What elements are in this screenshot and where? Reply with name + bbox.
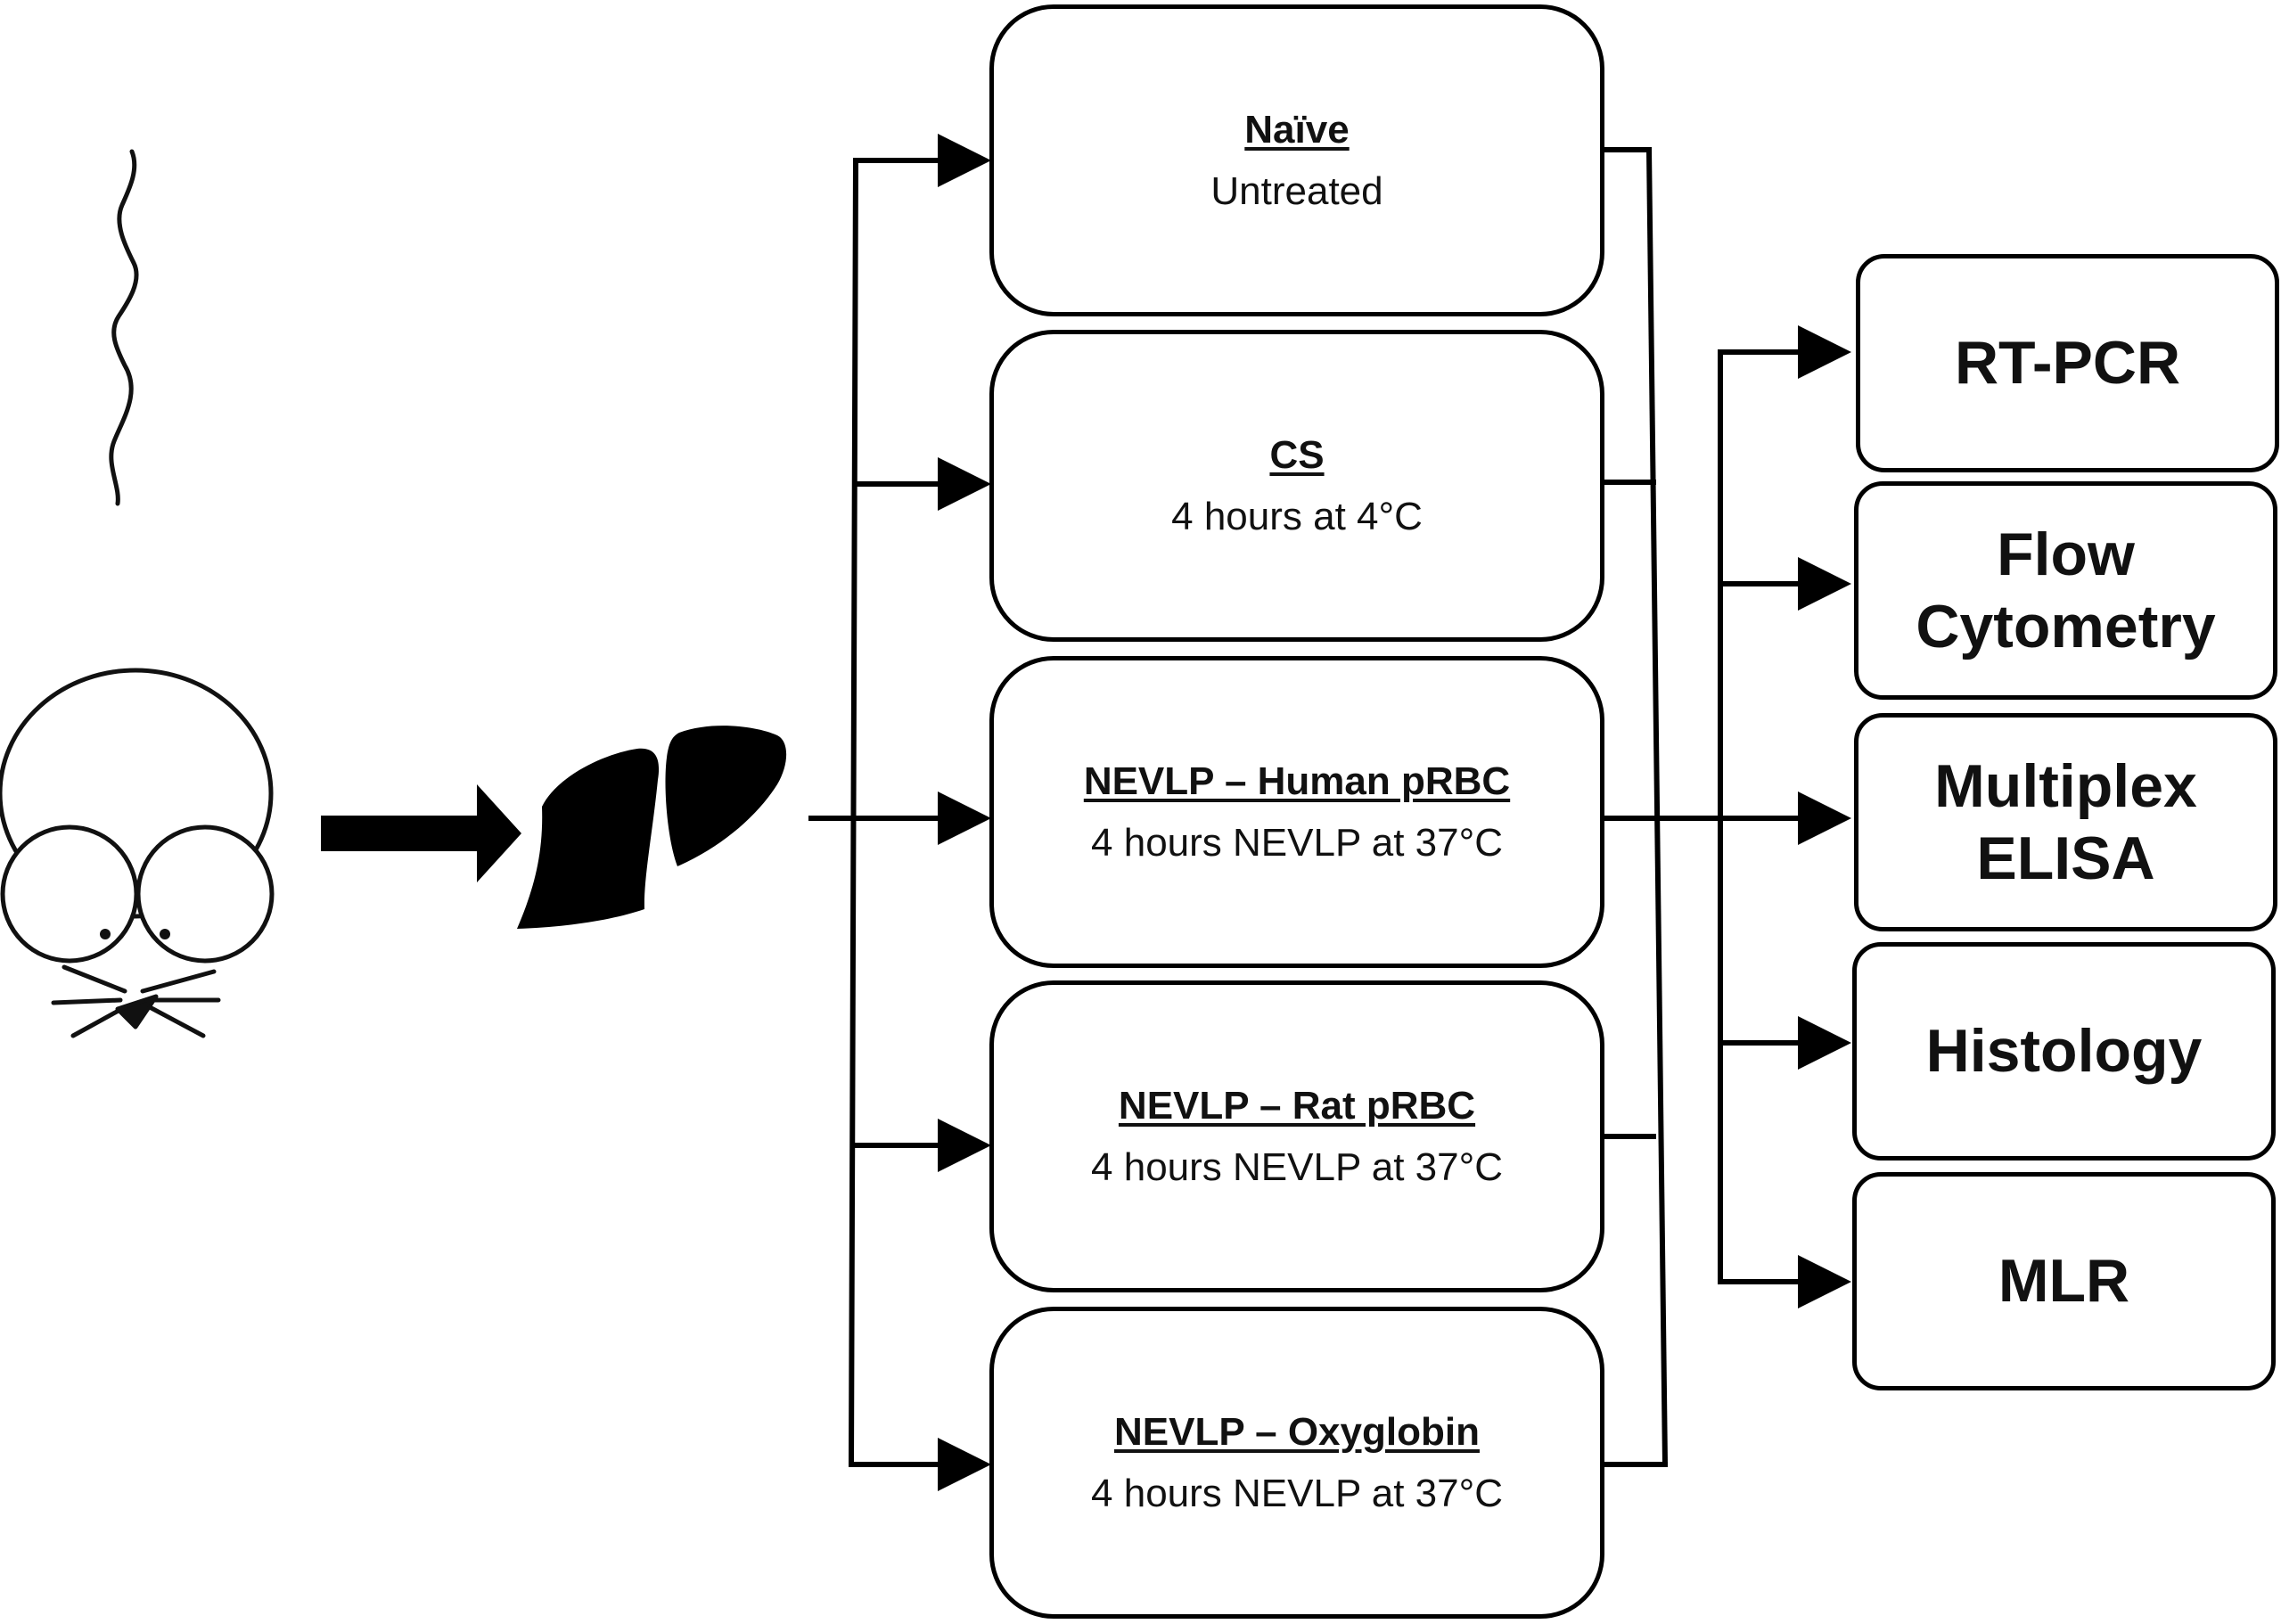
liver-icon	[517, 726, 787, 929]
group-description: Untreated	[1210, 169, 1383, 213]
group-nevlp-oxyglobin: NEVLP – Oxyglobin 4 hours NEVLP at 37°C	[989, 1307, 1604, 1619]
group-description: 4 hours NEVLP at 37°C	[1091, 1145, 1503, 1189]
group-title: Naïve	[1244, 108, 1350, 152]
analysis-connector	[1718, 325, 1851, 1308]
group-naive: Naïve Untreated	[989, 4, 1604, 316]
group-title: NEVLP – Rat pRBC	[1118, 1084, 1476, 1128]
rat-tail	[109, 149, 139, 506]
analysis-multiplex-elisa: Multiplex ELISA	[1854, 713, 2277, 931]
collection-connector	[1602, 146, 1723, 1468]
analysis-flow-cytometry: Flow Cytometry	[1854, 481, 2277, 700]
rat-right-eye	[160, 929, 170, 939]
rat-left-ear	[0, 824, 139, 964]
distribution-connector	[808, 134, 991, 1491]
group-title: NEVLP – Oxyglobin	[1114, 1410, 1480, 1454]
rat-whiskers	[51, 964, 221, 1038]
group-title: CS	[1269, 433, 1325, 477]
group-nevlp-rat-prbc: NEVLP – Rat pRBC 4 hours NEVLP at 37°C	[989, 980, 1604, 1292]
group-title: NEVLP – Human pRBC	[1083, 759, 1511, 803]
analysis-histology: Histology	[1852, 942, 2276, 1161]
group-nevlp-human-prbc: NEVLP – Human pRBC 4 hours NEVLP at 37°C	[989, 656, 1604, 968]
group-cs: CS 4 hours at 4°C	[989, 330, 1604, 642]
rat-left-eye	[100, 929, 111, 939]
group-description: 4 hours NEVLP at 37°C	[1091, 1472, 1503, 1515]
rat-right-ear	[135, 824, 275, 964]
rat-icon	[0, 149, 275, 1038]
harvest-arrow	[321, 784, 521, 882]
analysis-mlr: MLR	[1852, 1172, 2276, 1390]
group-description: 4 hours NEVLP at 37°C	[1091, 821, 1503, 865]
group-description: 4 hours at 4°C	[1171, 495, 1423, 538]
analysis-rt-pcr: RT-PCR	[1856, 254, 2279, 472]
rat-nose	[115, 994, 159, 1029]
